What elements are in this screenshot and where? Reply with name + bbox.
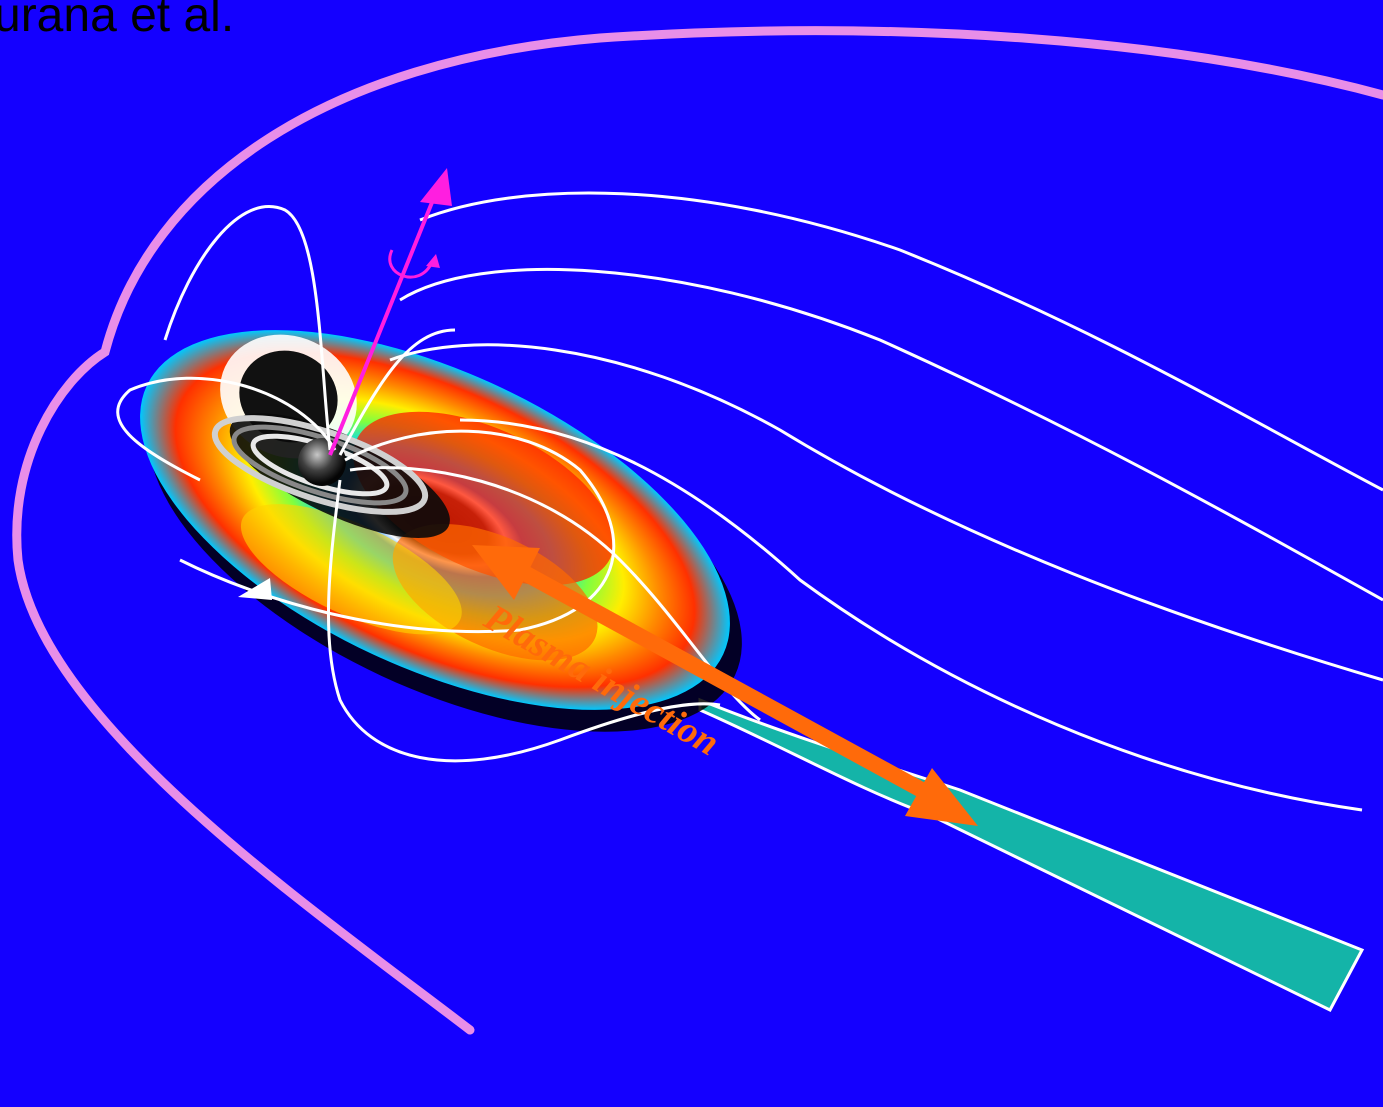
planet-saturn xyxy=(298,438,346,486)
tail-field-lines xyxy=(389,191,1383,812)
plasma-injection-arrow xyxy=(472,545,978,826)
spin-axis-arrow xyxy=(328,168,452,456)
author-credit: urana et al. xyxy=(0,0,235,42)
plasmoid-sheet xyxy=(698,697,1365,1012)
magnetopause-boundary xyxy=(12,26,1383,1035)
rotation-direction-arrow xyxy=(238,578,272,600)
